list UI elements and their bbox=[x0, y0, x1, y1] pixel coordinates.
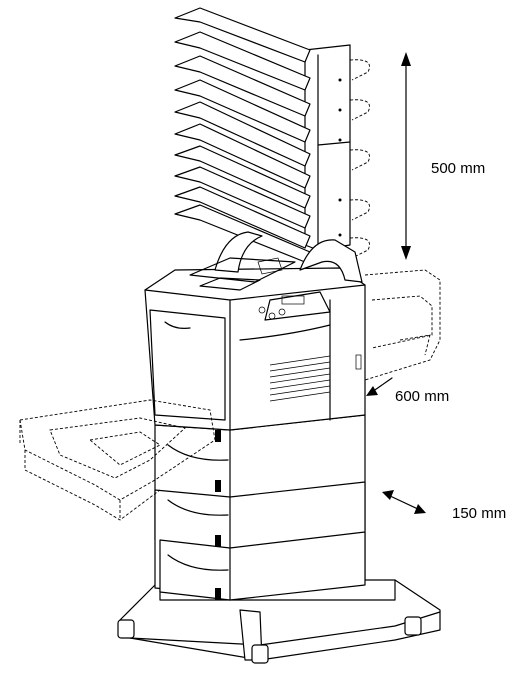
height-dimension-label: 500 mm bbox=[431, 160, 486, 177]
depth-dimension-label: 600 mm bbox=[395, 388, 450, 405]
printer-stand bbox=[117, 579, 441, 664]
depth-dimension-arrow bbox=[366, 377, 393, 396]
side-dimension-label: 150 mm bbox=[452, 505, 507, 522]
side-dimension-arrow bbox=[382, 490, 426, 514]
extended-paper-tray-right bbox=[364, 269, 441, 381]
mailbox-unit bbox=[174, 7, 370, 291]
lower-paper-trays bbox=[154, 414, 366, 601]
height-dimension-arrow bbox=[401, 52, 411, 260]
extended-paper-tray-left bbox=[19, 399, 216, 521]
mailbox-trays bbox=[174, 7, 311, 263]
printer-body bbox=[144, 267, 366, 431]
